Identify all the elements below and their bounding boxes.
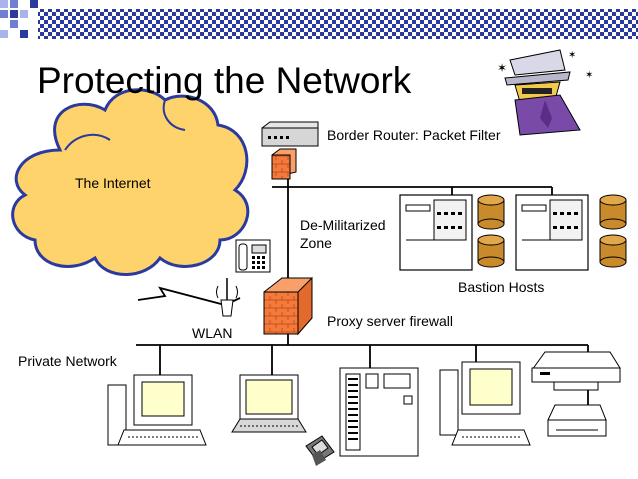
database-icon xyxy=(599,194,627,230)
internet-label: The Internet xyxy=(75,175,151,191)
bastion-hosts-label: Bastion Hosts xyxy=(458,279,545,295)
header-banner xyxy=(0,0,638,39)
server-tower-icon xyxy=(339,367,419,457)
firewall-icon xyxy=(271,148,297,180)
printer-icon xyxy=(547,404,607,437)
desktop-computer-icon xyxy=(439,361,531,446)
svg-text:✶: ✶ xyxy=(585,70,593,81)
database-icon xyxy=(599,234,627,268)
server-icon xyxy=(515,194,589,271)
hacker-icon: ✶ ✶ ✶ xyxy=(497,49,593,136)
border-router-label: Border Router: Packet Filter xyxy=(327,127,501,143)
svg-text:✶: ✶ xyxy=(497,61,507,75)
database-icon xyxy=(477,234,505,268)
router-icon xyxy=(261,121,319,147)
laptop-icon xyxy=(231,374,307,433)
svg-text:✶: ✶ xyxy=(568,50,576,61)
database-icon xyxy=(477,194,505,230)
telephone-icon xyxy=(235,239,271,273)
pda-icon xyxy=(305,435,335,466)
dmz-label-line1: De-Militarized xyxy=(300,217,386,233)
dmz-label-line2: Zone xyxy=(300,235,332,251)
internet-cloud xyxy=(11,88,250,276)
desktop-computer-icon xyxy=(107,374,207,446)
wireless-antenna-icon xyxy=(216,278,238,317)
server-icon xyxy=(399,194,473,271)
proxy-firewall-label: Proxy server firewall xyxy=(327,313,454,329)
printer-icon xyxy=(531,351,621,391)
network-lines xyxy=(136,150,589,410)
private-network-label: Private Network xyxy=(18,353,117,369)
slide-title: Protecting the Network xyxy=(37,60,412,101)
firewall-icon xyxy=(263,276,313,336)
wlan-label: WLAN xyxy=(192,325,233,341)
